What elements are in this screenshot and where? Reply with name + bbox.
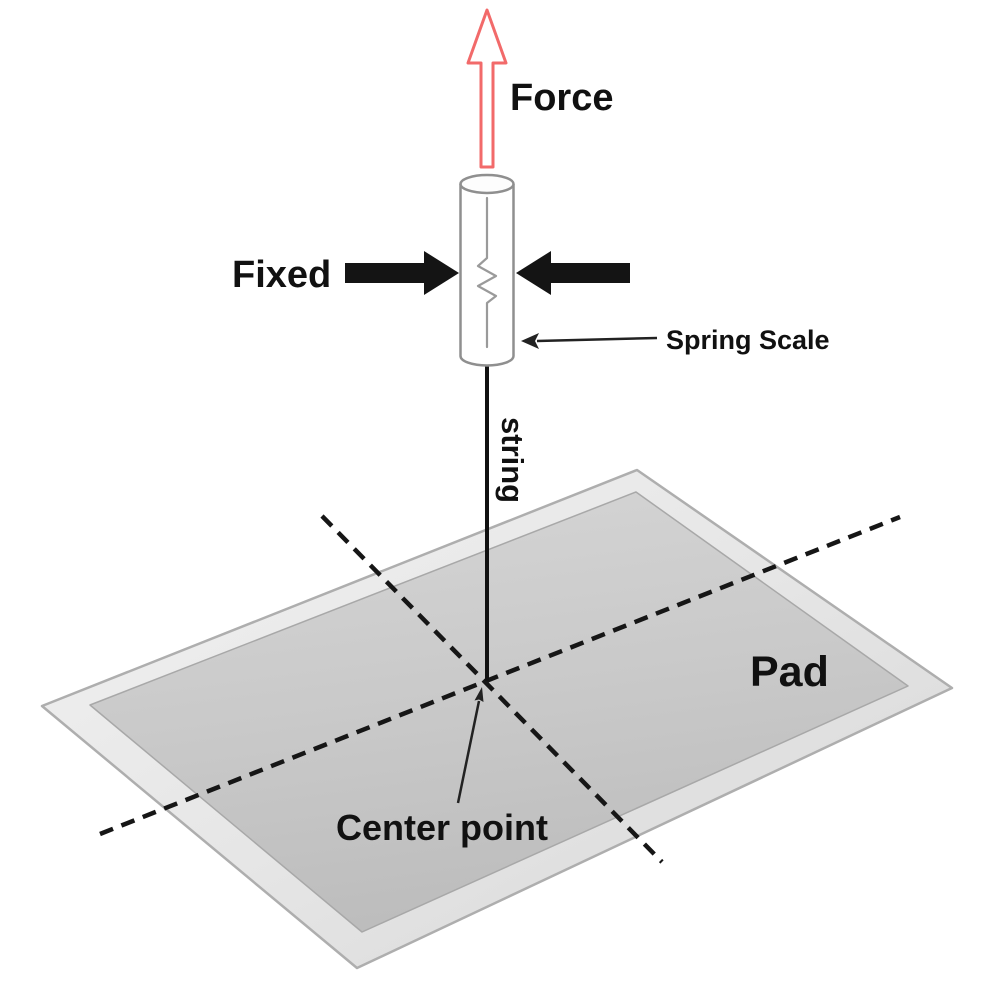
pad (40, 468, 954, 970)
spring-scale-pointer (521, 333, 658, 349)
diagonal-dash-line-1 (320, 514, 664, 864)
spring-symbol (476, 196, 498, 349)
center-point-label: Center point (336, 807, 548, 848)
spring-scale-cylinder (459, 173, 515, 367)
fixed-arrow-left-icon (345, 251, 459, 295)
fixed-label: Fixed (232, 254, 331, 296)
pad-surface (89, 491, 909, 933)
spring-scale-label: Spring Scale (666, 325, 830, 355)
fixed-arrow-right-icon (516, 251, 630, 295)
force-label: Force (510, 77, 613, 119)
diagonal-dash-line-2 (99, 514, 901, 837)
force-arrow-icon (466, 8, 508, 169)
center-point-pointer (456, 687, 484, 804)
pad-label: Pad (750, 648, 829, 696)
string-label: string (495, 417, 530, 503)
